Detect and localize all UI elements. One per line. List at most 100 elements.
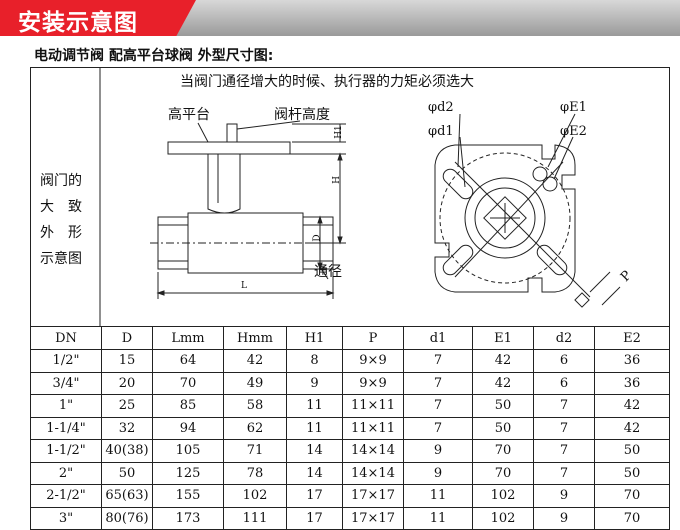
- cell-p: 11×11: [342, 416, 404, 440]
- cell-e1: 102: [472, 484, 534, 508]
- cell-h1: 11: [286, 394, 343, 418]
- cell-l: 125: [152, 461, 224, 485]
- side-label-line: 阀门的: [40, 173, 82, 189]
- cell-d1: 7: [403, 371, 473, 395]
- cell-h1: 8: [286, 349, 343, 373]
- flange-top-view: [434, 113, 621, 308]
- cell-p: 17×17: [342, 484, 404, 508]
- cell-p: 9×9: [342, 349, 404, 373]
- cell-e2: 36: [594, 349, 670, 373]
- cell-h1: 17: [286, 506, 343, 530]
- side-label: 阀门的 大 致 外 形 示意图: [40, 168, 110, 272]
- cell-d2: 6: [533, 371, 595, 395]
- header-e1: E1: [472, 326, 534, 350]
- cell-d1: 7: [403, 416, 473, 440]
- label-stem-height: 阀杆高度: [274, 107, 330, 123]
- cell-d: 65(63): [101, 484, 153, 508]
- cell-p: 9×9: [342, 371, 404, 395]
- header-h: Hmm: [223, 326, 287, 350]
- cell-d2: 6: [533, 349, 595, 373]
- cell-l: 85: [152, 394, 224, 418]
- cell-d2: 7: [533, 439, 595, 463]
- cell-h: 58: [223, 394, 287, 418]
- cell-p: 14×14: [342, 461, 404, 485]
- cell-p: 17×17: [342, 506, 404, 530]
- cell-d1: 9: [403, 461, 473, 485]
- header-d1: d1: [403, 326, 473, 350]
- cell-l: 173: [152, 506, 224, 530]
- cell-h1: 14: [286, 461, 343, 485]
- label-phi-e2: φE2: [560, 124, 587, 139]
- cell-h: 42: [223, 349, 287, 373]
- cell-h: 62: [223, 416, 287, 440]
- cell-e2: 50: [594, 461, 670, 485]
- cell-dn: 1/2": [30, 349, 102, 373]
- cell-p: 14×14: [342, 439, 404, 463]
- cell-h: 102: [223, 484, 287, 508]
- cell-e2: 36: [594, 371, 670, 395]
- label-d: D: [312, 234, 323, 242]
- cell-d2: 7: [533, 461, 595, 485]
- drawing-frame: 当阀门通径增大的时候、执行器的力矩必须选大 阀门的 大 致 外 形 示意图 高平…: [30, 67, 670, 530]
- cell-h1: 17: [286, 484, 343, 508]
- cell-e1: 70: [472, 439, 534, 463]
- label-l: L: [241, 281, 247, 291]
- label-phi-e1: φE1: [560, 100, 587, 115]
- cell-e1: 42: [472, 349, 534, 373]
- header-d2: d2: [533, 326, 595, 350]
- label-h: H: [331, 176, 342, 184]
- cell-e2: 42: [594, 416, 670, 440]
- cell-e2: 42: [594, 394, 670, 418]
- cell-e1: 42: [472, 371, 534, 395]
- cell-l: 70: [152, 371, 224, 395]
- cell-dn: 1-1/2": [30, 439, 102, 463]
- cell-dn: 1-1/4": [30, 416, 102, 440]
- banner-title: 安装示意图: [18, 10, 138, 36]
- label-bore: 通径: [314, 264, 342, 280]
- cell-d2: 9: [533, 484, 595, 508]
- cell-d2: 7: [533, 416, 595, 440]
- cell-e1: 50: [472, 416, 534, 440]
- cell-e1: 102: [472, 506, 534, 530]
- cell-d2: 9: [533, 506, 595, 530]
- cell-d: 32: [101, 416, 153, 440]
- side-label-line: 外 形: [40, 225, 82, 241]
- label-phi-d2: φd2: [428, 100, 454, 115]
- drawing-svg: [30, 67, 670, 327]
- cell-e2: 50: [594, 439, 670, 463]
- drawing-note: 当阀门通径增大的时候、执行器的力矩必须选大: [180, 74, 474, 90]
- header-p: P: [342, 326, 404, 350]
- page-subtitle: 电动调节阀 配高平台球阀 外型尺寸图:: [34, 48, 274, 64]
- banner-accent: [0, 0, 196, 36]
- cell-e2: 70: [594, 484, 670, 508]
- cell-h1: 14: [286, 439, 343, 463]
- header-d: D: [101, 326, 153, 350]
- cell-h: 71: [223, 439, 287, 463]
- label-platform: 高平台: [168, 107, 210, 123]
- cell-dn: 2-1/2": [30, 484, 102, 508]
- cell-dn: 3": [30, 506, 102, 530]
- cell-d1: 11: [403, 484, 473, 508]
- cell-dn: 2": [30, 461, 102, 485]
- cell-d1: 11: [403, 506, 473, 530]
- header-banner: 安装示意图: [0, 0, 680, 36]
- cell-l: 155: [152, 484, 224, 508]
- table-header-row: DN D Lmm Hmm H1 P d1 E1 d2 E2: [30, 326, 670, 350]
- cell-p: 11×11: [342, 394, 404, 418]
- cell-h: 49: [223, 371, 287, 395]
- cell-d1: 7: [403, 349, 473, 373]
- cell-l: 94: [152, 416, 224, 440]
- cell-h: 111: [223, 506, 287, 530]
- side-label-line: 大 致: [40, 199, 82, 215]
- header-l: Lmm: [152, 326, 224, 350]
- header-h1: H1: [286, 326, 343, 350]
- cell-dn: 3/4": [30, 371, 102, 395]
- cell-dn: 1": [30, 394, 102, 418]
